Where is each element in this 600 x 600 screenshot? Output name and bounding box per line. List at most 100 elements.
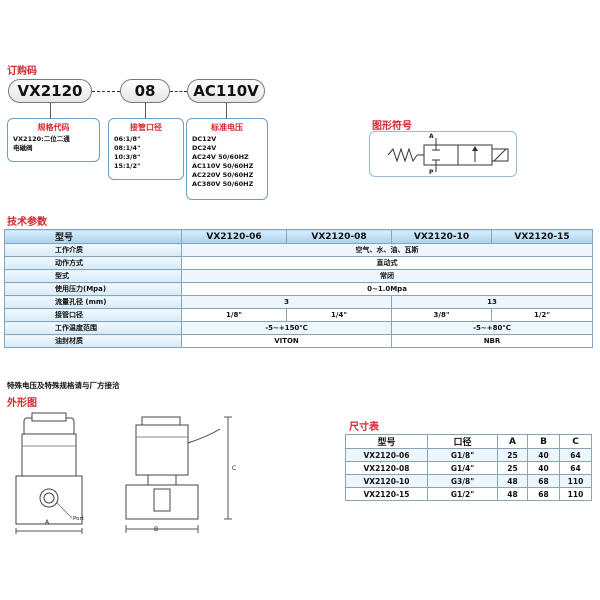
port-p-label: P bbox=[429, 169, 434, 176]
cell: 68 bbox=[527, 474, 560, 488]
row-value: NBR bbox=[391, 334, 593, 348]
voltage-box-line: AC110V 50/60HZ bbox=[192, 162, 254, 170]
table-row: 油封材质 VITON NBR bbox=[4, 334, 593, 348]
table-row: 工作温度范围 -5~+150℃ -5~+80℃ bbox=[4, 321, 593, 335]
cell: G1/2" bbox=[427, 487, 498, 501]
row-label: 使用压力(Mpa) bbox=[4, 282, 182, 296]
port-box-line: 08:1/4" bbox=[114, 144, 141, 152]
cell: VX2120-06 bbox=[345, 448, 428, 462]
row-value: -5~+80℃ bbox=[391, 321, 593, 335]
row-value: 0~1.0Mpa bbox=[181, 282, 593, 296]
code-dash-1 bbox=[92, 91, 120, 92]
row-value: 空气、水、油、瓦斯 bbox=[181, 243, 593, 257]
row-value: VITON bbox=[181, 334, 392, 348]
port-box-title: 接管口径 bbox=[130, 123, 162, 132]
row-value: 13 bbox=[391, 295, 593, 309]
port-size-pill: 08 bbox=[120, 79, 170, 103]
row-label: 型式 bbox=[4, 269, 182, 283]
row-label: 动作方式 bbox=[4, 256, 182, 270]
header-cell: A bbox=[497, 434, 528, 449]
table-row: VX2120-15 G1/2" 48 68 110 bbox=[345, 487, 592, 501]
header-cell: VX2120-08 bbox=[286, 229, 392, 244]
symbol-title: 图形符号 bbox=[372, 121, 412, 132]
table-row: 流量孔径 (mm) 3 13 bbox=[4, 295, 593, 309]
port-box: 接管口径 06:1/8" 08:1/4" 10:3/8" 15:1/2" bbox=[108, 118, 184, 180]
cell: VX2120-10 bbox=[345, 474, 428, 488]
voltage-box-line: AC220V 50/60HZ bbox=[192, 171, 254, 179]
connector-line-2 bbox=[145, 103, 146, 118]
row-label: 工作温度范围 bbox=[4, 321, 182, 335]
side-view-drawing bbox=[125, 416, 232, 533]
cell: 64 bbox=[559, 448, 592, 462]
voltage-box-line: DC24V bbox=[192, 144, 217, 152]
port-box-line: 06:1/8" bbox=[114, 135, 141, 143]
row-value: 1/2" bbox=[491, 308, 593, 322]
special-order-note: 特殊电压及特殊规格请与厂方接洽 bbox=[7, 381, 120, 390]
model-code-pill: VX2120 bbox=[8, 79, 92, 103]
size-table-title: 尺寸表 bbox=[349, 422, 379, 433]
dim-c-label: C bbox=[232, 465, 237, 472]
model-box-line: VX2120:二位二通 bbox=[13, 135, 70, 143]
size-table: 型号 口径 A B C VX2120-06 G1/8" 25 40 64 VX2… bbox=[345, 434, 592, 501]
port-box-line: 15:1/2" bbox=[114, 162, 141, 170]
voltage-box: 标准电压 DC12V DC24V AC24V 50/60HZ AC110V 50… bbox=[186, 118, 268, 200]
cell: 40 bbox=[527, 448, 560, 462]
model-box-title: 规格代码 bbox=[37, 123, 70, 132]
row-value: 常闭 bbox=[181, 269, 593, 283]
table-row: 型式 常闭 bbox=[4, 269, 593, 283]
tech-params-table: 型号 VX2120-06 VX2120-08 VX2120-10 VX2120-… bbox=[4, 229, 593, 348]
voltage-box-line: AC380V 50/60HZ bbox=[192, 180, 254, 188]
header-cell: 型号 bbox=[345, 434, 428, 449]
header-cell: VX2120-15 bbox=[491, 229, 593, 244]
row-label: 工作介质 bbox=[4, 243, 182, 257]
cell: 64 bbox=[559, 461, 592, 475]
cell: 110 bbox=[559, 474, 592, 488]
code-dash-2 bbox=[170, 91, 187, 92]
voltage-pill: AC110V bbox=[187, 79, 265, 103]
cell: 25 bbox=[497, 448, 528, 462]
port-label: Port bbox=[73, 516, 84, 522]
table-row: VX2120-08 G1/4" 25 40 64 bbox=[345, 461, 592, 475]
table-row: VX2120-10 G3/8" 48 68 110 bbox=[345, 474, 592, 488]
cell: 68 bbox=[527, 487, 560, 501]
connector-line-3 bbox=[226, 103, 227, 118]
cell: 25 bbox=[497, 461, 528, 475]
tech-params-title: 技术参数 bbox=[7, 217, 47, 228]
header-cell: VX2120-10 bbox=[391, 229, 492, 244]
table-header-row: 型号 口径 A B C bbox=[345, 434, 592, 449]
table-row: 工作介质 空气、水、油、瓦斯 bbox=[4, 243, 593, 257]
table-row: 使用压力(Mpa) 0~1.0Mpa bbox=[4, 282, 593, 296]
table-header-row: 型号 VX2120-06 VX2120-08 VX2120-10 VX2120-… bbox=[4, 229, 593, 244]
cell: VX2120-15 bbox=[345, 487, 428, 501]
cell: 48 bbox=[497, 487, 528, 501]
row-value: 1/4" bbox=[286, 308, 392, 322]
row-value: 3/8" bbox=[391, 308, 492, 322]
table-row: VX2120-06 G1/8" 25 40 64 bbox=[345, 448, 592, 462]
front-view-drawing bbox=[15, 412, 83, 534]
voltage-box-line: AC24V 50/60HZ bbox=[192, 153, 249, 161]
row-label: 油封材质 bbox=[4, 334, 182, 348]
cell: G1/4" bbox=[427, 461, 498, 475]
port-box-line: 10:3/8" bbox=[114, 153, 141, 161]
voltage-box-line: DC12V bbox=[192, 135, 217, 143]
row-value: 3 bbox=[181, 295, 392, 309]
model-box-line: 电磁阀 bbox=[13, 144, 33, 152]
cell: VX2120-08 bbox=[345, 461, 428, 475]
header-cell: C bbox=[559, 434, 592, 449]
cell: 110 bbox=[559, 487, 592, 501]
row-value: -5~+150℃ bbox=[181, 321, 392, 335]
cell: 40 bbox=[527, 461, 560, 475]
cell: G1/8" bbox=[427, 448, 498, 462]
voltage-box-title: 标准电压 bbox=[211, 123, 243, 132]
row-value: 直动式 bbox=[181, 256, 593, 270]
cell: 48 bbox=[497, 474, 528, 488]
valve-symbol-icon bbox=[387, 138, 509, 172]
table-row: 接管口径 1/8" 1/4" 3/8" 1/2" bbox=[4, 308, 593, 322]
port-a-label: A bbox=[429, 133, 434, 140]
order-code-title: 订购码 bbox=[7, 66, 37, 77]
row-label: 接管口径 bbox=[4, 308, 182, 322]
connector-line-1 bbox=[50, 103, 51, 118]
row-value: 1/8" bbox=[181, 308, 287, 322]
dim-a-label: A bbox=[45, 519, 50, 526]
dim-b-label: B bbox=[154, 526, 159, 533]
